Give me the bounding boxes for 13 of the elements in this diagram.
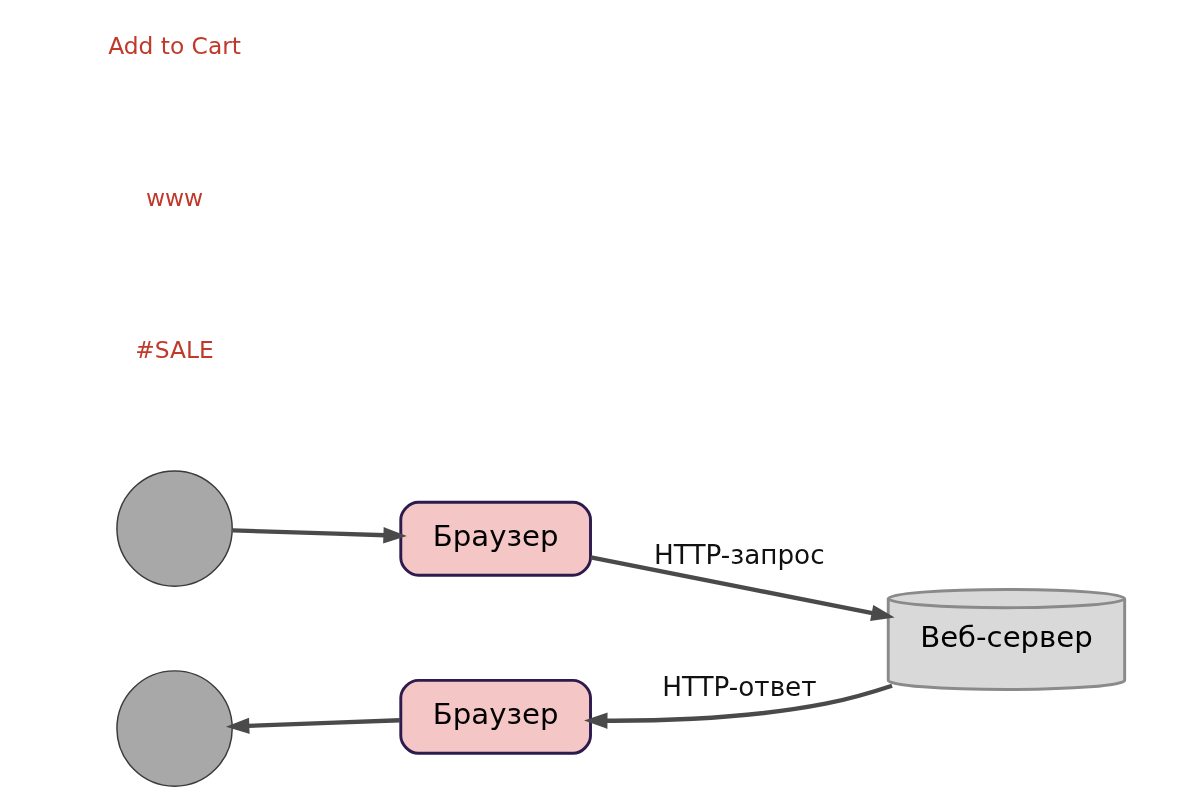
node-box: Браузер — [399, 500, 592, 577]
label: Add to Cart — [108, 31, 241, 60]
node-box: Браузер — [399, 678, 592, 755]
arrow — [584, 683, 893, 729]
label: #SALE — [135, 335, 214, 364]
edge-label: HTTP-запрос — [654, 539, 825, 570]
node-person — [116, 469, 233, 587]
node-person — [116, 669, 233, 787]
label: www — [145, 183, 204, 212]
edge-label: HTTP-ответ — [662, 671, 817, 702]
arrow — [225, 717, 401, 734]
arrow — [590, 554, 895, 621]
arrow — [232, 526, 407, 543]
